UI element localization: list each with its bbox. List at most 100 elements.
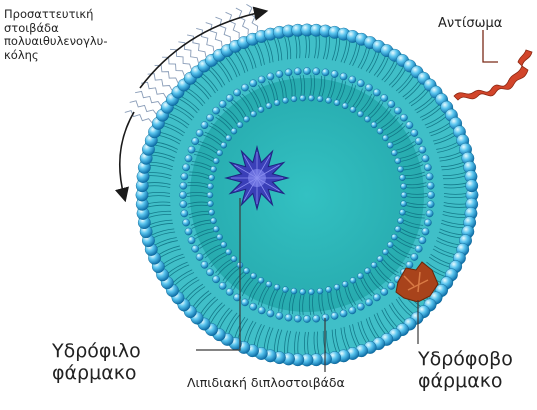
- inner-lipid-head-inward: [213, 158, 219, 164]
- inner-lipid-head-inward: [282, 97, 288, 103]
- inner-lipid-head-inward: [237, 122, 243, 128]
- inner-lipid-head-outward: [426, 210, 433, 217]
- inner-lipid-head-inward: [364, 268, 370, 274]
- inner-lipid-head-inward: [395, 158, 401, 164]
- inner-lipid-head-outward: [424, 164, 431, 171]
- inner-lipid-head-outward: [219, 101, 226, 108]
- antibody-leader-line: [483, 30, 498, 62]
- inner-lipid-head-outward: [422, 155, 429, 162]
- inner-lipid-head-outward: [250, 80, 257, 87]
- inner-lipid-head-inward: [326, 287, 332, 293]
- inner-lipid-head-inward: [274, 100, 280, 106]
- inner-lipid-head-outward: [219, 282, 226, 289]
- inner-lipid-head-inward: [317, 288, 323, 294]
- inner-lipid-head-outward: [267, 310, 274, 317]
- inner-lipid-head-inward: [342, 103, 348, 109]
- inner-lipid-head-inward: [398, 218, 404, 224]
- inner-lipid-head-inward: [300, 289, 306, 295]
- inner-lipid-head-outward: [241, 299, 248, 306]
- inner-lipid-head-outward: [294, 315, 301, 322]
- inner-lipid-head-outward: [181, 173, 188, 180]
- inner-lipid-head-outward: [206, 269, 213, 276]
- inner-lipid-head-outward: [276, 312, 283, 319]
- inner-lipid-head-outward: [411, 129, 418, 136]
- inner-lipid-head-inward: [401, 201, 407, 207]
- inner-lipid-head-inward: [395, 226, 401, 232]
- inner-lipid-head-outward: [406, 261, 413, 268]
- inner-lipid-head-outward: [213, 107, 220, 114]
- inner-lipid-head-outward: [415, 138, 422, 145]
- inner-lipid-head-outward: [185, 155, 192, 162]
- circulation-arrow-left: [120, 112, 134, 196]
- inner-lipid-head-inward: [244, 268, 250, 274]
- inner-lipid-head-outward: [349, 307, 356, 314]
- inner-lipid-head-inward: [266, 281, 272, 287]
- inner-lipid-head-inward: [401, 192, 407, 198]
- inner-lipid-head-outward: [179, 191, 186, 198]
- inner-lipid-head-inward: [226, 135, 232, 141]
- inner-lipid-head-inward: [350, 107, 356, 113]
- inner-lipid-head-outward: [250, 303, 257, 310]
- hydrophobic-label-line-2: φάρμακο: [418, 370, 513, 392]
- inner-lipid-head-outward: [422, 228, 429, 235]
- inner-lipid-head-outward: [419, 237, 426, 244]
- inner-lipid-head-inward: [326, 97, 332, 103]
- inner-lipid-head-inward: [231, 128, 237, 134]
- inner-lipid-head-outward: [267, 73, 274, 80]
- peg-layer-label: Προσαττευτική στοιβάδα πολυαιθυλενογλυ- …: [4, 8, 164, 62]
- inner-lipid-head-outward: [183, 219, 190, 226]
- inner-lipid-head-inward: [387, 142, 393, 148]
- inner-lipid-head-inward: [357, 273, 363, 279]
- inner-lipid-head-inward: [308, 95, 314, 101]
- hydrophilic-label-line-2: φάρμακο: [52, 362, 141, 384]
- hydrophobic-label-line-1: Υδρόφοβο: [418, 348, 513, 370]
- inner-lipid-head-outward: [426, 173, 433, 180]
- inner-lipid-head-outward: [180, 201, 187, 208]
- inner-lipid-head-inward: [291, 288, 297, 294]
- inner-lipid-head-inward: [377, 256, 383, 262]
- peg-chain: [187, 35, 206, 57]
- inner-lipid-head-inward: [371, 262, 377, 268]
- inner-lipid-head-outward: [234, 89, 241, 96]
- inner-lipid-head-inward: [207, 201, 213, 207]
- inner-lipid-head-inward: [209, 209, 215, 215]
- inner-lipid-head-outward: [340, 310, 347, 317]
- inner-lipid-head-outward: [313, 68, 320, 75]
- inner-lipid-head-outward: [285, 314, 292, 321]
- inner-lipid-head-outward: [415, 245, 422, 252]
- inner-lipid-head-inward: [364, 116, 370, 122]
- inner-lipid-head-inward: [382, 135, 388, 141]
- inner-lipid-head-inward: [210, 166, 216, 172]
- inner-lipid-head-outward: [373, 294, 380, 301]
- inner-lipid-head-inward: [251, 273, 257, 279]
- inner-lipid-head-outward: [365, 84, 372, 91]
- inner-lipid-head-outward: [331, 312, 338, 319]
- hydrophobic-drug-label: Υδρόφοβο φάρμακο: [418, 348, 513, 393]
- inner-lipid-head-inward: [258, 107, 264, 113]
- inner-lipid-head-inward: [401, 183, 407, 189]
- inner-lipid-head-outward: [285, 69, 292, 76]
- inner-lipid-head-outward: [322, 69, 329, 76]
- inner-lipid-head-outward: [313, 315, 320, 322]
- inner-lipid-head-outward: [213, 276, 220, 283]
- inner-lipid-head-outward: [185, 228, 192, 235]
- peg-chain: [226, 12, 240, 38]
- inner-lipid-head-inward: [398, 166, 404, 172]
- inner-lipid-head-outward: [357, 303, 364, 310]
- inner-lipid-head-inward: [221, 242, 227, 248]
- inner-lipid-head-outward: [188, 237, 195, 244]
- inner-lipid-head-outward: [365, 299, 372, 306]
- inner-lipid-head-outward: [303, 67, 310, 74]
- inner-lipid-head-outward: [196, 129, 203, 136]
- peg-chain: [178, 42, 198, 63]
- inner-lipid-head-inward: [210, 218, 216, 224]
- inner-lipid-head-outward: [349, 76, 356, 83]
- lipid-bilayer-label: Λιπιδιακή διπλοστοιβάδα: [187, 376, 345, 391]
- peg-label-line-3: πολυαιθυλενογλυ-: [4, 35, 164, 49]
- inner-lipid-head-inward: [266, 103, 272, 109]
- inner-lipid-head-inward: [399, 175, 405, 181]
- inner-lipid-head-outward: [206, 114, 213, 121]
- inner-lipid-head-inward: [209, 175, 215, 181]
- inner-lipid-head-outward: [276, 71, 283, 78]
- inner-lipid-head-inward: [217, 234, 223, 240]
